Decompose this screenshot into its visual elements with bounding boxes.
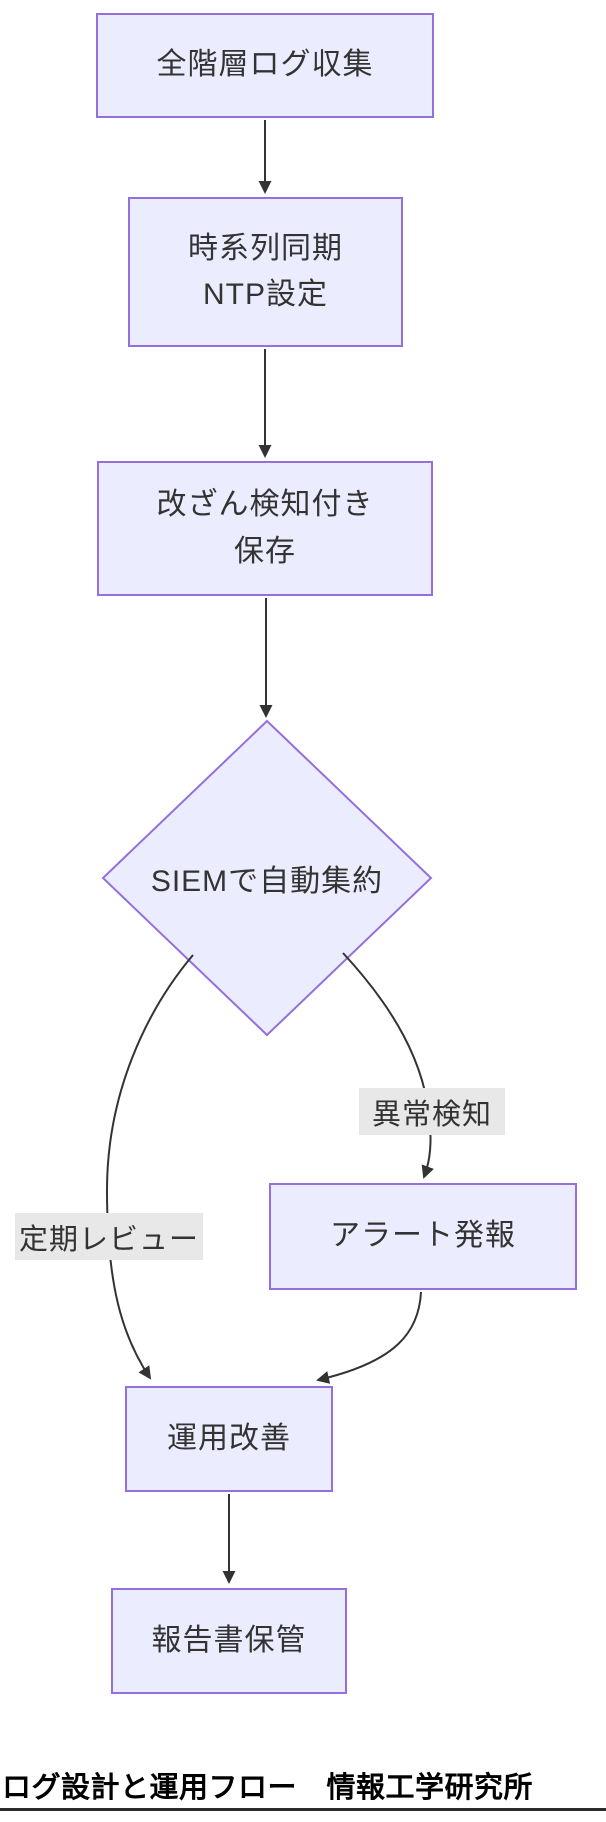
footer-underline-rule [0, 1808, 606, 1811]
flow-node-log-collection: 全階層ログ収集 [96, 13, 434, 118]
diagram-title: ログ設計と運用フロー 情報工学研究所 [2, 1772, 534, 1804]
decision-node-siem-aggregation: SIEMで自動集約 [150, 865, 384, 898]
flow-node-alert-issuance: アラート発報 [269, 1183, 577, 1290]
edge-label-anomaly-detection: 異常検知 [359, 1088, 505, 1135]
decision-diamond-shape [101, 719, 433, 1037]
flow-node-tamper-detect-storage: 改ざん検知付き 保存 [97, 461, 433, 596]
flow-node-report-storage: 報告書保管 [111, 1588, 347, 1694]
edge-label-periodic-review: 定期レビュー [15, 1213, 203, 1260]
edge-siem-to-improve [105, 954, 194, 1380]
flow-node-time-sync-ntp: 時系列同期 NTP設定 [128, 197, 403, 347]
flow-node-operation-improvement: 運用改善 [125, 1386, 333, 1492]
edge-alert-to-improve [316, 1291, 422, 1384]
edge-siem-to-alert [342, 952, 434, 1179]
